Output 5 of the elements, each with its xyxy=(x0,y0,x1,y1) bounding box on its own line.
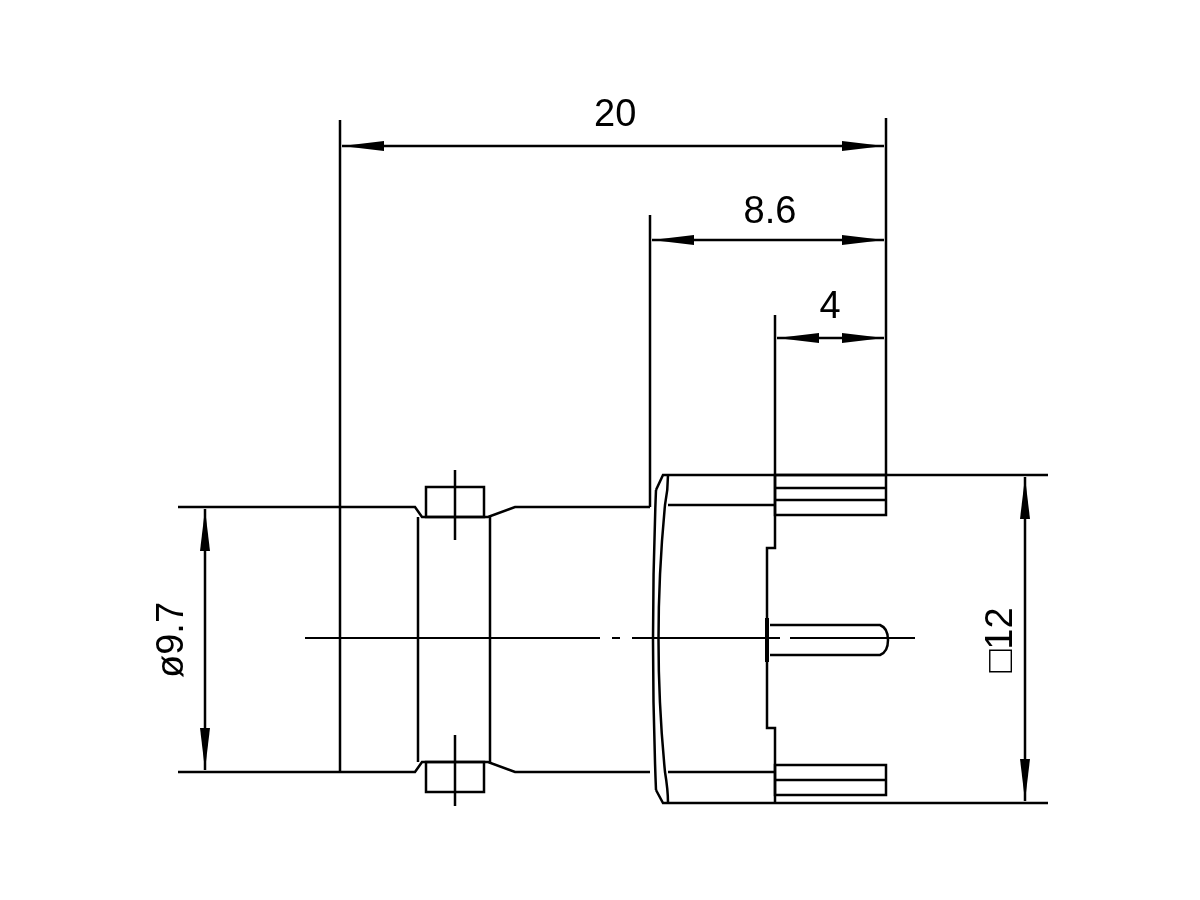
dimension-label: 4 xyxy=(819,286,841,324)
dimension-label: ø9.7 xyxy=(151,602,189,678)
dimension-label: 8.6 xyxy=(743,191,797,229)
dimension-label: □12 xyxy=(979,607,1018,673)
dimension-label: 20 xyxy=(594,94,637,132)
